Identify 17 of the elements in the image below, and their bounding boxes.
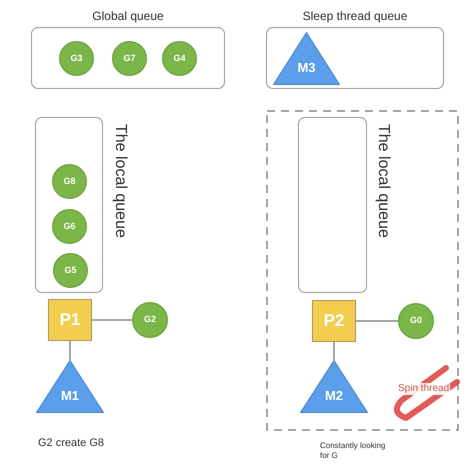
thread-triangle: M2	[300, 360, 368, 413]
connector-line	[333, 342, 335, 360]
queue-title: Sleep thread queue	[302, 8, 408, 24]
queue-title: Global queue	[92, 8, 164, 24]
processor-square: P1	[48, 299, 92, 341]
stamp-text: Spin thread	[397, 383, 450, 395]
vertical-title: The local queue	[374, 124, 392, 238]
processor-square: P2	[312, 300, 356, 342]
vertical-title: The local queue	[111, 124, 129, 238]
thread-triangle: M3	[273, 32, 340, 85]
connector-line	[69, 341, 71, 360]
connector-line	[92, 319, 132, 321]
connector-line	[356, 320, 398, 322]
caption-text: G2 create G8	[38, 436, 104, 450]
thread-triangle: M1	[36, 360, 104, 413]
dashed-frame	[266, 110, 459, 431]
caption-text: Constantly looking for G	[320, 441, 386, 461]
